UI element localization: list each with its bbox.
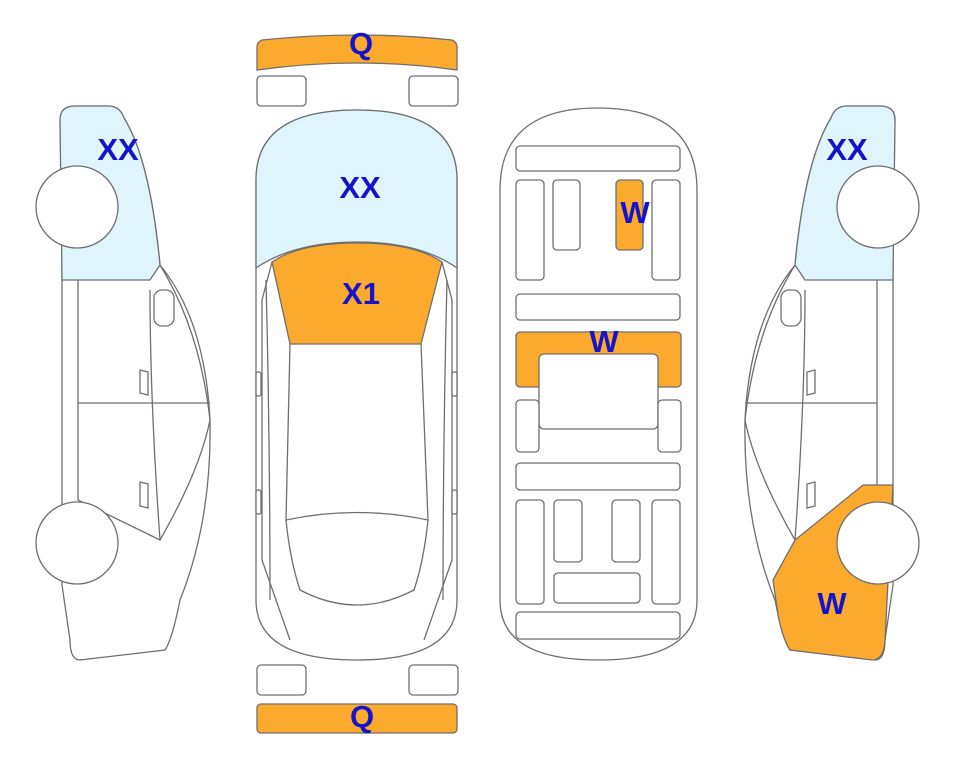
rear-bumper-panel[interactable] [256, 703, 458, 734]
left-side-line [265, 279, 271, 601]
right-mirror [451, 371, 458, 397]
windshield-label: XX [339, 170, 381, 205]
right-front-label: XX [826, 132, 868, 167]
front-seat-left [552, 179, 581, 251]
left-front-wheel [35, 165, 119, 249]
rear-strip [515, 462, 681, 491]
right-b-pillar [794, 289, 806, 541]
left-front-column [515, 179, 545, 281]
left-front-label: XX [97, 132, 139, 167]
rear-lamp-right [408, 664, 459, 696]
right-mid-column [657, 399, 682, 453]
front-panel [515, 145, 681, 172]
left-b-pillar [149, 289, 161, 541]
left-rear-wheel [35, 501, 119, 585]
car-top-view [255, 109, 458, 661]
hood-panel[interactable] [271, 242, 443, 345]
left-rear-handle [255, 489, 262, 515]
left-rear-column [515, 499, 545, 605]
right-mirror-side [780, 289, 802, 327]
right-rear-label: W [817, 586, 847, 621]
rear-lamp-left [256, 664, 307, 696]
left-mid-column [515, 399, 540, 453]
left-pillar [261, 261, 291, 641]
roof-center-panel[interactable] [615, 179, 644, 251]
front-bumper-panel[interactable] [256, 34, 458, 71]
rear-bumper-label: Q [350, 699, 374, 734]
car-interior-view [499, 107, 698, 661]
trunk-strip [515, 611, 681, 640]
right-handle-rear [806, 481, 816, 509]
rear-seat-left [553, 499, 583, 563]
right-front-wheel [836, 165, 920, 249]
rear-seat-right [611, 499, 641, 563]
right-pillar [423, 261, 453, 641]
middle-strip [515, 293, 681, 321]
right-rear-wheel [836, 501, 920, 585]
right-rear-handle [451, 489, 458, 515]
car-left-side-view [35, 105, 211, 661]
right-front-column [651, 179, 681, 281]
trunk-inner [553, 572, 641, 604]
front-lamp-right [408, 75, 459, 107]
car-right-side-view [744, 105, 920, 661]
right-windows [744, 264, 878, 541]
left-mirror-side [153, 289, 175, 327]
hood-label: X1 [342, 276, 380, 311]
left-handle-rear [139, 481, 149, 509]
windshield-panel[interactable] [255, 109, 458, 270]
roof-panel-label: W [589, 324, 619, 359]
rear-window [285, 519, 429, 606]
left-mirror [255, 371, 262, 397]
roof-center-label: W [620, 195, 650, 230]
sunroof-panel [538, 353, 659, 430]
right-handle-front [806, 369, 816, 396]
left-windows [77, 264, 211, 541]
right-side-line [442, 279, 448, 601]
cabin-outline [285, 343, 429, 521]
left-handle-front [139, 369, 149, 396]
front-bumper-label: Q [349, 26, 373, 61]
front-lamp-left [256, 75, 307, 107]
right-rear-column [651, 499, 681, 605]
